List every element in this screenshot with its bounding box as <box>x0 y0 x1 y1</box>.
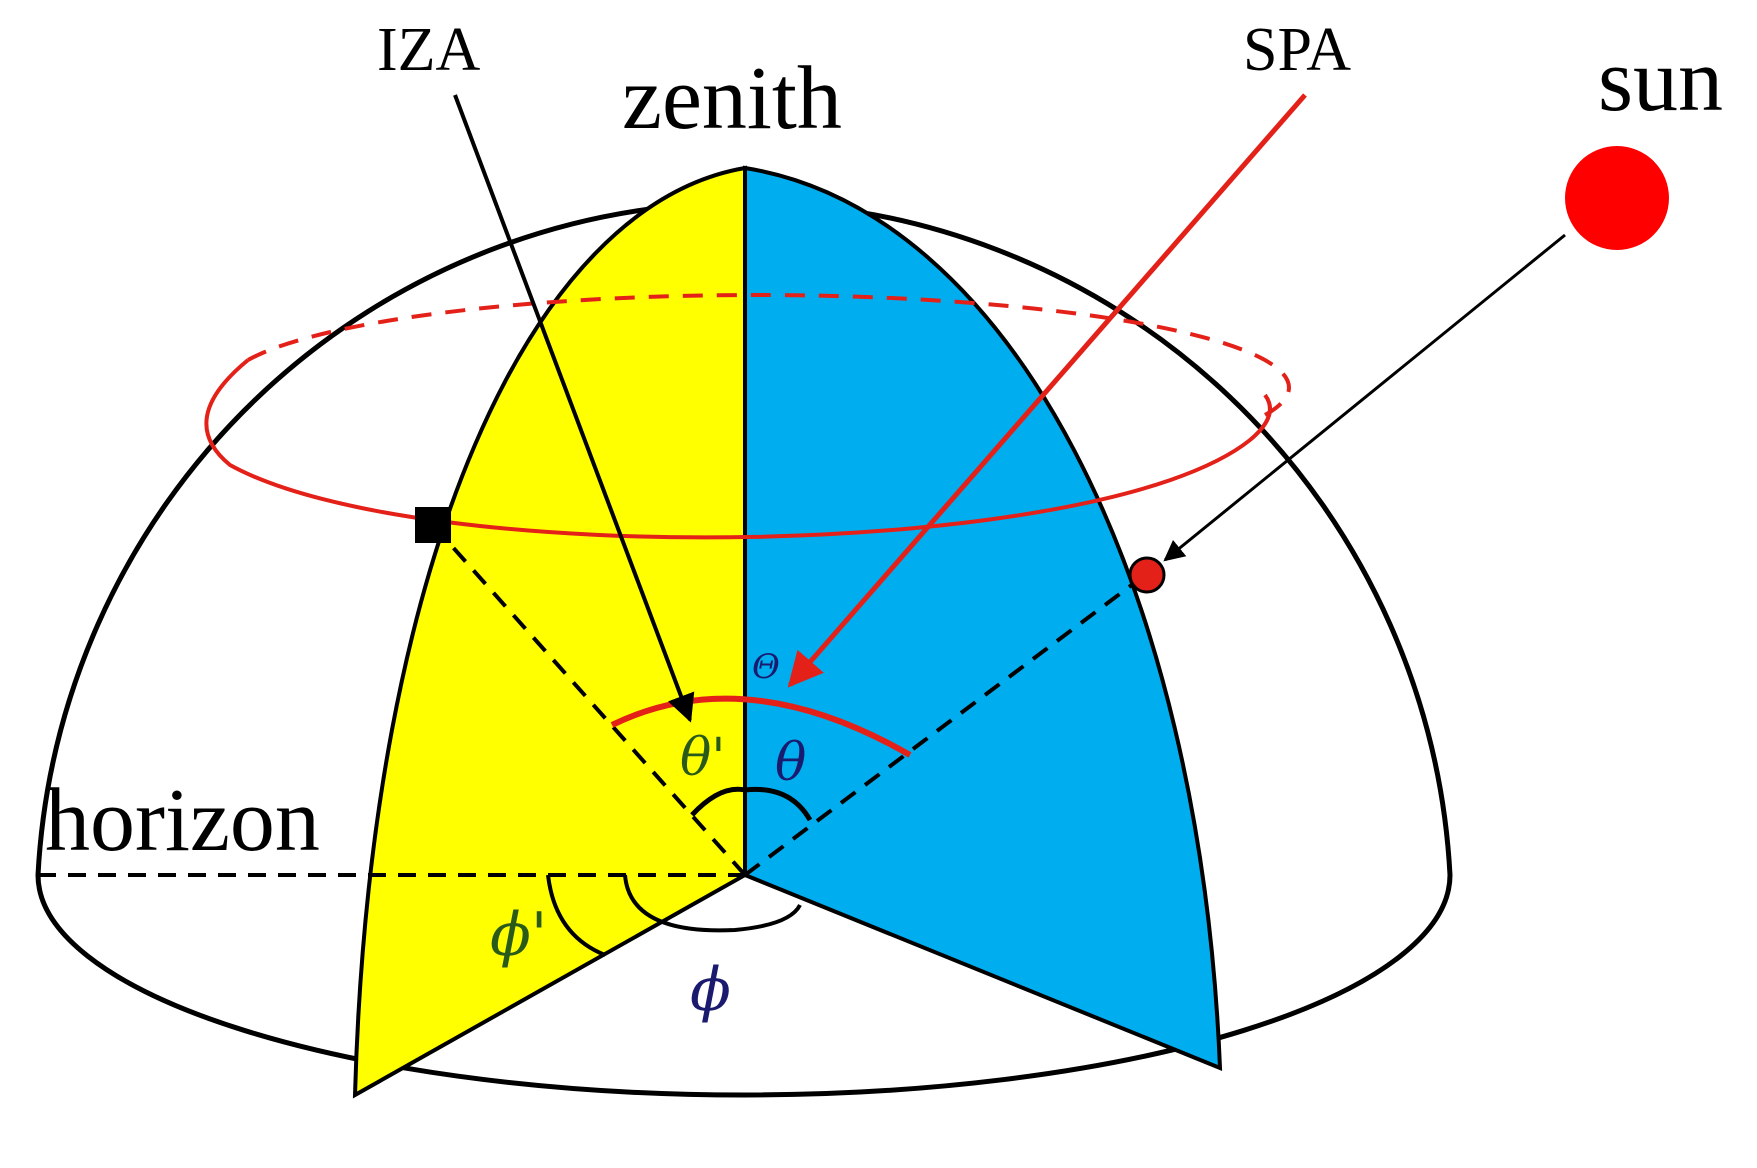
phi-prime-label: ϕ' <box>490 900 547 970</box>
sun-point-marker <box>1128 556 1166 594</box>
scattering-angle-label: Θ <box>752 647 780 687</box>
iza-label: IZA <box>377 16 481 84</box>
iza-arrow <box>453 94 695 723</box>
sun-icon <box>1565 146 1669 250</box>
phi-label: ϕ <box>690 955 731 1025</box>
horizon-label: horizon <box>45 771 320 870</box>
theta-label: θ <box>775 733 806 793</box>
scattering-angle-arc <box>610 695 912 758</box>
sun-direction-line <box>743 573 1147 877</box>
phi-arc <box>623 874 802 933</box>
spa-label: SPA <box>1243 16 1351 84</box>
theta-prime-arc <box>690 786 746 817</box>
sun-ray-arrow <box>1163 233 1566 562</box>
view-point-marker <box>415 507 451 543</box>
zenith-label: zenith <box>622 49 842 148</box>
phi-prime-arc <box>546 874 606 957</box>
solar-circle-front <box>204 358 1272 540</box>
viewing-plane <box>352 165 747 1099</box>
view-direction-line <box>431 523 747 877</box>
solar-plane <box>743 165 1223 1072</box>
theta-prime-label: θ' <box>680 728 726 788</box>
solar-circle-back <box>247 292 1292 417</box>
sun-label: sun <box>1598 31 1723 130</box>
theta-arc <box>744 786 813 822</box>
spa-arrow <box>787 93 1307 688</box>
